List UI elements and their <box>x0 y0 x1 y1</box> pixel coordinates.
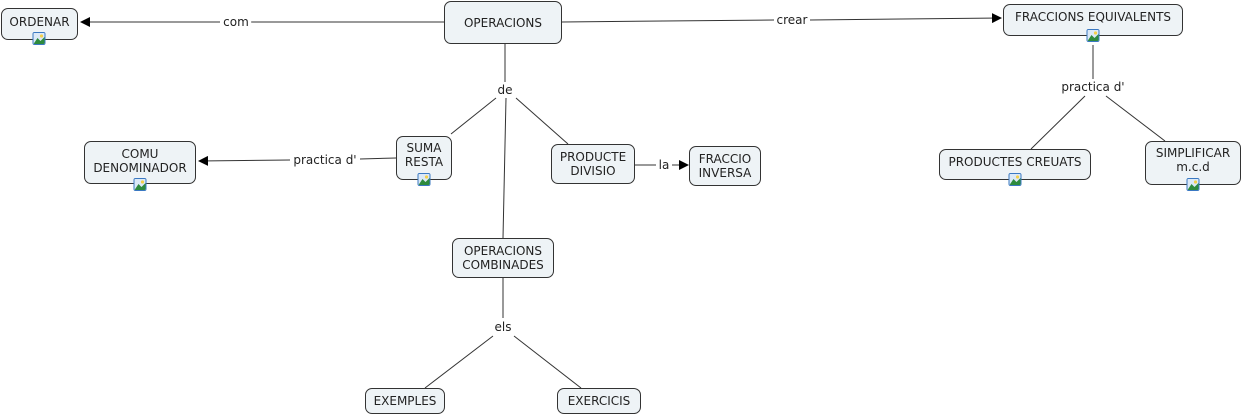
line-suma-practica <box>359 157 397 160</box>
link-label-practica-d-right: practica d' <box>1059 80 1127 94</box>
concept-simplificar-mcd-label: SIMPLIFICAR m.c.d <box>1155 146 1231 174</box>
line-crear-fraccions <box>809 13 1002 24</box>
line-operacions-crear <box>561 19 775 23</box>
concept-fraccio-inversa-label: FRACCIO INVERSA <box>698 152 752 180</box>
image-resource-icon[interactable] <box>1008 173 1022 186</box>
line-de-suma <box>450 97 497 135</box>
concept-productes-creuats-label: PRODUCTES CREUATS <box>948 154 1082 169</box>
link-label-la: la <box>656 158 672 172</box>
concept-operacions-combinades-label: OPERACIONS COMBINADES <box>462 244 544 272</box>
concept-operacions[interactable]: OPERACIONS <box>444 1 562 44</box>
line-practica-comu <box>198 155 291 166</box>
concept-suma-resta[interactable]: SUMA RESTA <box>396 136 452 180</box>
concept-operacions-label: OPERACIONS <box>463 15 543 30</box>
link-label-els: els <box>492 320 514 334</box>
image-resource-icon[interactable] <box>1086 29 1100 42</box>
line-practica-simplificar <box>1105 95 1166 142</box>
line-practica-productes <box>1030 95 1086 150</box>
concept-producte-divisio-label: PRODUCTE DIVISIO <box>559 150 627 178</box>
concept-fraccions-equivalents-label: FRACCIONS EQUIVALENTS <box>1014 10 1172 24</box>
link-label-de: de <box>495 83 515 97</box>
link-label-crear: crear <box>774 13 810 27</box>
line-de-combinades <box>502 97 507 239</box>
concept-exemples-label: EXEMPLES <box>373 394 437 408</box>
concept-ordenar-label: ORDENAR <box>9 15 70 29</box>
concept-operacions-combinades[interactable]: OPERACIONS COMBINADES <box>452 238 554 278</box>
line-els-exemples <box>424 335 494 389</box>
image-resource-icon[interactable] <box>32 32 46 45</box>
concept-comu-denominador-label: COMU DENOMINADOR <box>93 146 187 175</box>
line-de-producte <box>515 97 569 145</box>
image-resource-icon[interactable] <box>1186 178 1200 191</box>
concept-simplificar-mcd[interactable]: SIMPLIFICAR m.c.d <box>1145 141 1241 185</box>
concept-exercicis[interactable]: EXERCICIS <box>557 388 641 414</box>
concept-suma-resta-label: SUMA RESTA <box>404 141 444 169</box>
image-resource-icon[interactable] <box>133 178 147 191</box>
line-els-exercicis <box>513 335 582 389</box>
image-resource-icon[interactable] <box>417 173 431 186</box>
concept-producte-divisio[interactable]: PRODUCTE DIVISIO <box>551 144 635 184</box>
link-label-com: com <box>221 15 251 29</box>
link-label-practica-d-left: practica d' <box>291 153 359 167</box>
concept-fraccio-inversa[interactable]: FRACCIO INVERSA <box>689 146 761 186</box>
concept-exercicis-label: EXERCICIS <box>567 394 631 408</box>
concept-exemples[interactable]: EXEMPLES <box>365 388 445 414</box>
